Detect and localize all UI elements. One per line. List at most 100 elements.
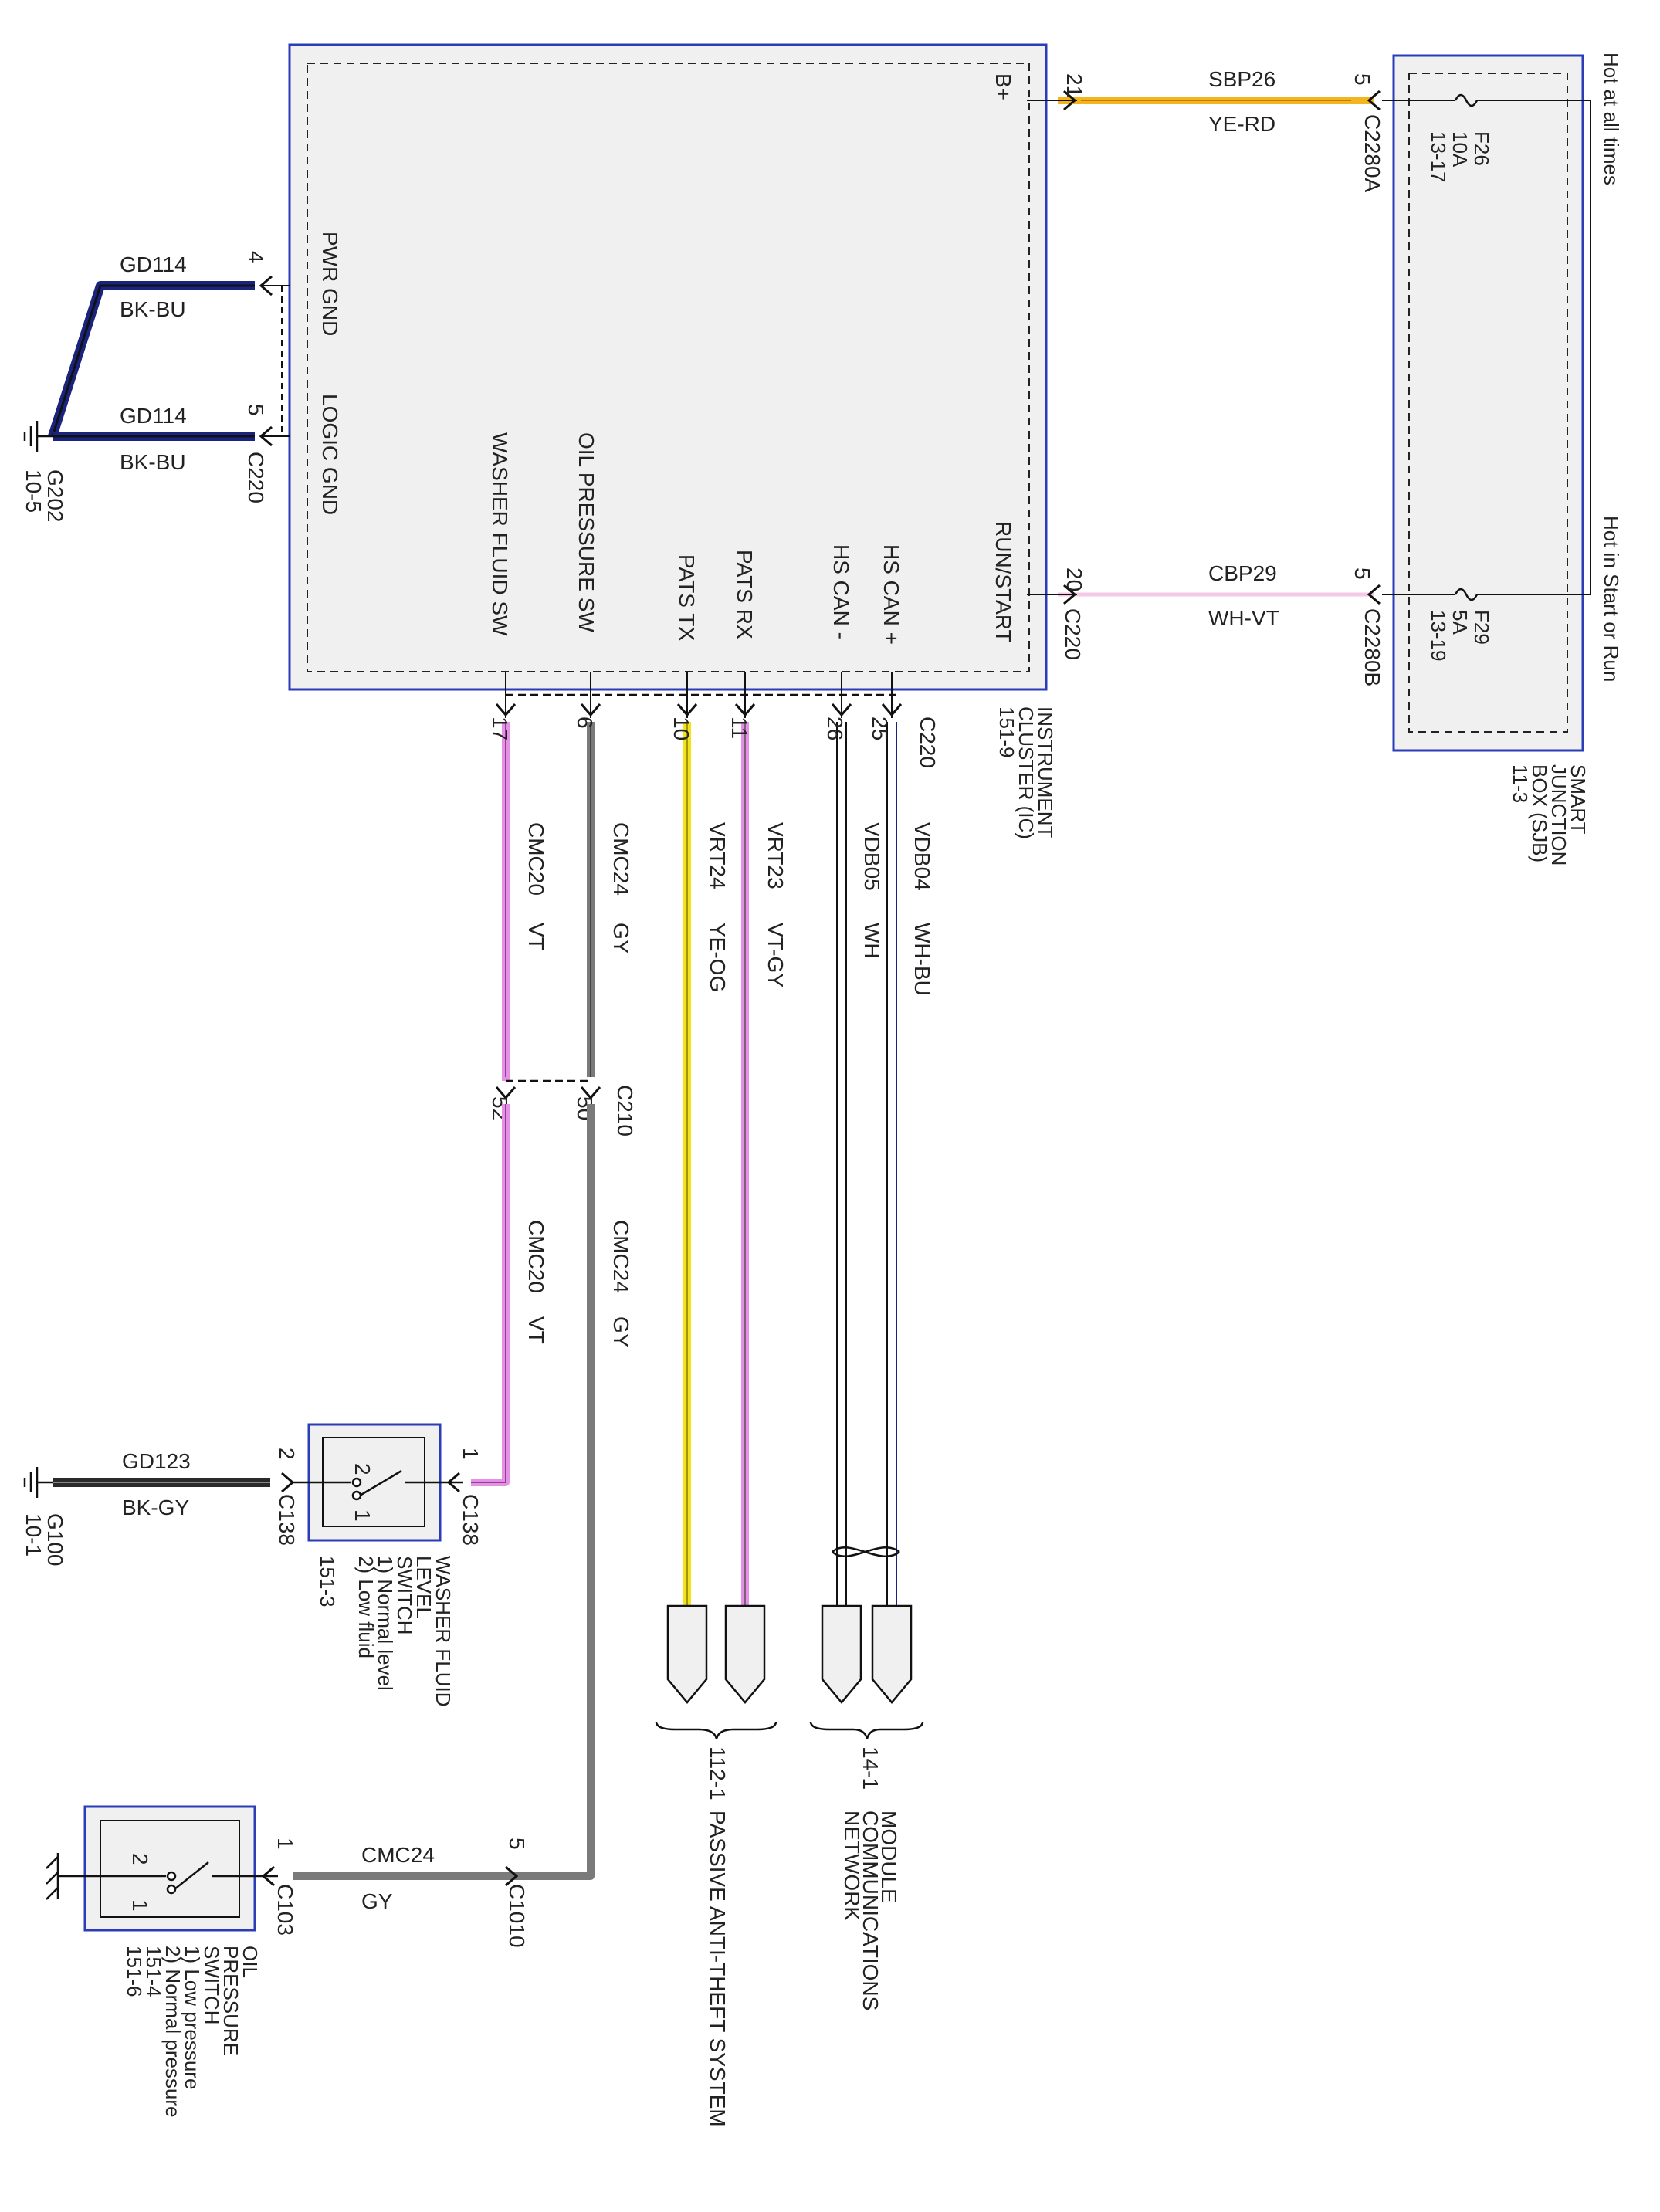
arrow-pin5 (259, 425, 273, 447)
arrow-c103 (261, 1865, 275, 1887)
pin-hs-can-minus: HS CAN - (829, 544, 853, 639)
vt-label-bottom: VT (524, 1316, 548, 1344)
svg-text:13-17: 13-17 (1427, 131, 1450, 183)
svg-text:CLUSTER (IC): CLUSTER (IC) (1015, 706, 1038, 839)
c210-label: C210 (613, 1085, 637, 1136)
cmc24-horizontal-label: CMC24 (361, 1843, 435, 1867)
pin-1-c103: 1 (273, 1838, 297, 1850)
ground-g100-symbol (23, 1467, 53, 1498)
pin-5-c220: 5 (244, 404, 268, 416)
svg-text:PRESSURE: PRESSURE (219, 1946, 242, 2056)
washer-switch-title: WASHER FLUID LEVEL SWITCH 1) Normal leve… (316, 1556, 455, 1707)
instrument-cluster-box (288, 43, 1048, 691)
svg-text:1) Normal level: 1) Normal level (374, 1556, 397, 1691)
arrow-c2280a (1367, 90, 1381, 111)
gd114-label-top: GD114 (120, 252, 187, 276)
pin-10: 10 (669, 716, 693, 740)
pin-oil-pressure-sw: OIL PRESSURE SW (574, 432, 598, 632)
sjb-box (1392, 54, 1584, 752)
svg-text:LEVEL: LEVEL (412, 1556, 435, 1618)
pin-5-c2280b: 5 (1350, 567, 1374, 580)
hot-at-all-times-label: Hot at all times (1600, 53, 1623, 185)
gd114-label-bottom: GD114 (120, 404, 187, 428)
chassis-ground-symbol (46, 1853, 59, 1900)
f26-label: F26 10A 13-17 (1427, 131, 1493, 183)
f29-fuse-symbol (1454, 588, 1479, 601)
bk-gy-label: BK-GY (122, 1496, 189, 1519)
svg-text:10-5: 10-5 (22, 469, 46, 513)
svg-text:BOX (SJB): BOX (SJB) (1528, 764, 1551, 862)
svg-text:NETWORK: NETWORK (840, 1811, 864, 1921)
pin-26: 26 (823, 716, 847, 740)
svg-text:151-9: 151-9 (995, 706, 1018, 758)
instrument-cluster-inner (307, 63, 1030, 672)
arrow-pin21 (1063, 90, 1077, 111)
cmc20-label-top: CMC20 (524, 822, 548, 896)
arrow-pin17 (495, 703, 517, 717)
svg-text:G100: G100 (43, 1513, 67, 1567)
oil-switch-inner (100, 1820, 240, 1918)
svg-text:10-1: 10-1 (22, 1513, 46, 1557)
pats-ref: 112-1 (706, 1746, 730, 1800)
sbp26-label: SBP26 (1208, 67, 1275, 91)
c220-right-label: C220 (1061, 608, 1085, 660)
vdb05-label: VDB05 (860, 822, 884, 891)
svg-text:5A: 5A (1448, 610, 1472, 635)
svg-text:OIL: OIL (239, 1946, 262, 1978)
pin-logic-gnd: LOGIC GND (318, 394, 342, 515)
oil-switch-pos1: 1 (128, 1899, 152, 1912)
wire-gd114-pwr-core (51, 284, 255, 437)
oil-switch-contact (58, 1861, 278, 1895)
pats-brace (655, 1721, 777, 1739)
c103-label: C103 (273, 1884, 297, 1936)
pin-17: 17 (488, 716, 512, 740)
arrow-c2280b (1367, 584, 1381, 605)
oil-switch-box (83, 1805, 256, 1932)
cmc24-label-bottom: CMC24 (609, 1220, 633, 1293)
twisted-pair-symbol (832, 1546, 900, 1557)
svg-text:INSTRUMENT: INSTRUMENT (1034, 706, 1057, 838)
svg-text:SMART: SMART (1567, 764, 1590, 835)
pin-11: 11 (727, 716, 751, 739)
wire-cmc20-lower (471, 1104, 510, 1486)
arrow-pin52 (495, 1086, 517, 1100)
svg-text:SWITCH: SWITCH (393, 1556, 416, 1635)
svg-text:151-3: 151-3 (316, 1556, 339, 1607)
pin-2-c138: 2 (275, 1448, 299, 1460)
oil-switch-title: OIL PRESSURE SWITCH 1) Low pressure 2) N… (123, 1946, 262, 2118)
pin-4: 4 (244, 251, 268, 263)
pin-5-c2280a: 5 (1350, 73, 1374, 86)
washer-switch-contact (292, 1469, 463, 1501)
vdb04-label: VDB04 (910, 822, 934, 891)
pin-6: 6 (573, 716, 597, 729)
svg-text:151-4: 151-4 (142, 1946, 165, 1997)
vrt23-label: VRT23 (764, 822, 788, 889)
washer-switch-pos1: 1 (351, 1509, 374, 1522)
ground-g202-symbol (23, 421, 53, 452)
sjb-inner (1408, 73, 1568, 733)
arrow-c138-right (446, 1472, 460, 1493)
pin-pats-rx: PATS RX (733, 550, 757, 639)
vt-label-top: VT (524, 923, 548, 950)
pin-5-c1010: 5 (505, 1838, 529, 1850)
arrow-c1010 (505, 1865, 519, 1887)
pin-bplus: B+ (991, 73, 1015, 100)
wire-cmc20-lower-core (471, 1104, 506, 1483)
pin-pats-tx: PATS TX (675, 554, 699, 641)
svg-text:JUNCTION: JUNCTION (1547, 764, 1570, 865)
gy-horizontal-label: GY (361, 1889, 393, 1913)
pin-25: 25 (868, 716, 892, 740)
pin-hs-can-plus: HS CAN + (879, 544, 903, 645)
g100-label: G100 10-1 (22, 1513, 67, 1567)
arrow-pin50 (580, 1086, 601, 1100)
ye-rd-label: YE-RD (1208, 112, 1275, 136)
svg-text:WASHER FLUID: WASHER FLUID (432, 1556, 455, 1707)
gd123-label: GD123 (122, 1449, 191, 1473)
f26-fuse-symbol (1454, 93, 1479, 107)
offpage-pats-tx (666, 1604, 708, 1704)
c2280b-label: C2280B (1360, 608, 1384, 686)
hot-in-start-run-label: Hot in Start or Run (1600, 516, 1623, 682)
arrow-pin26 (831, 703, 852, 717)
